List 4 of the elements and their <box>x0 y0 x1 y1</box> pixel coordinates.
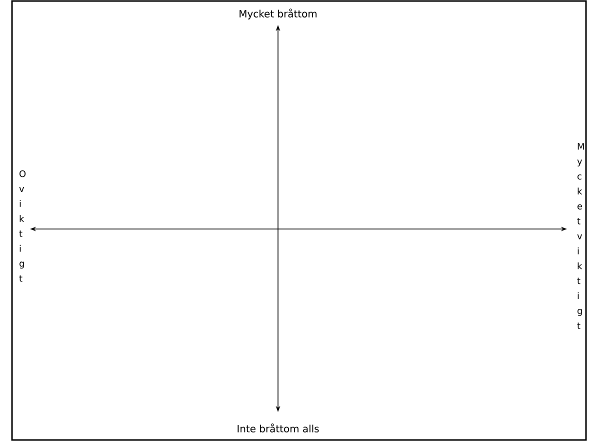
axis-label: Oviktigt <box>19 170 26 282</box>
axis-label: Mycket bråttom <box>240 8 317 20</box>
axis-label: Inte bråttom alls <box>238 424 319 432</box>
axis-label: Mycket viktigt <box>577 143 584 329</box>
